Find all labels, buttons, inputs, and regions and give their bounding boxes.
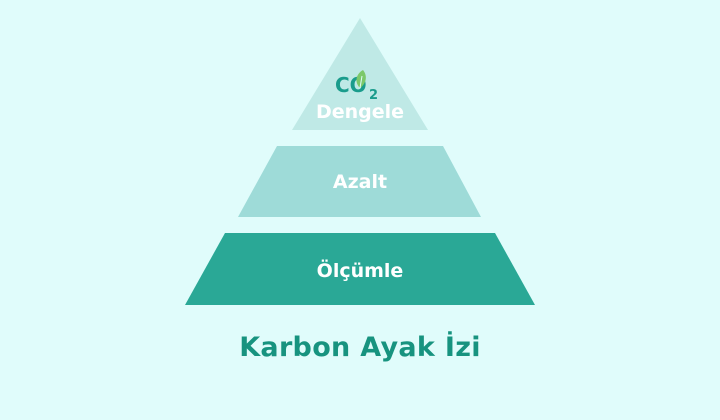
tier-bottom	[185, 233, 535, 305]
co2-subscript: 2	[369, 88, 378, 103]
footer-title: Karbon Ayak İzi	[239, 332, 481, 363]
tier-top-label: Dengele	[316, 101, 404, 123]
tier-bottom-label: Ölçümle	[317, 258, 404, 282]
co2-leaf-icon: CO 2	[335, 70, 378, 103]
tier-middle-label: Azalt	[333, 171, 387, 193]
tier-middle	[238, 146, 481, 217]
